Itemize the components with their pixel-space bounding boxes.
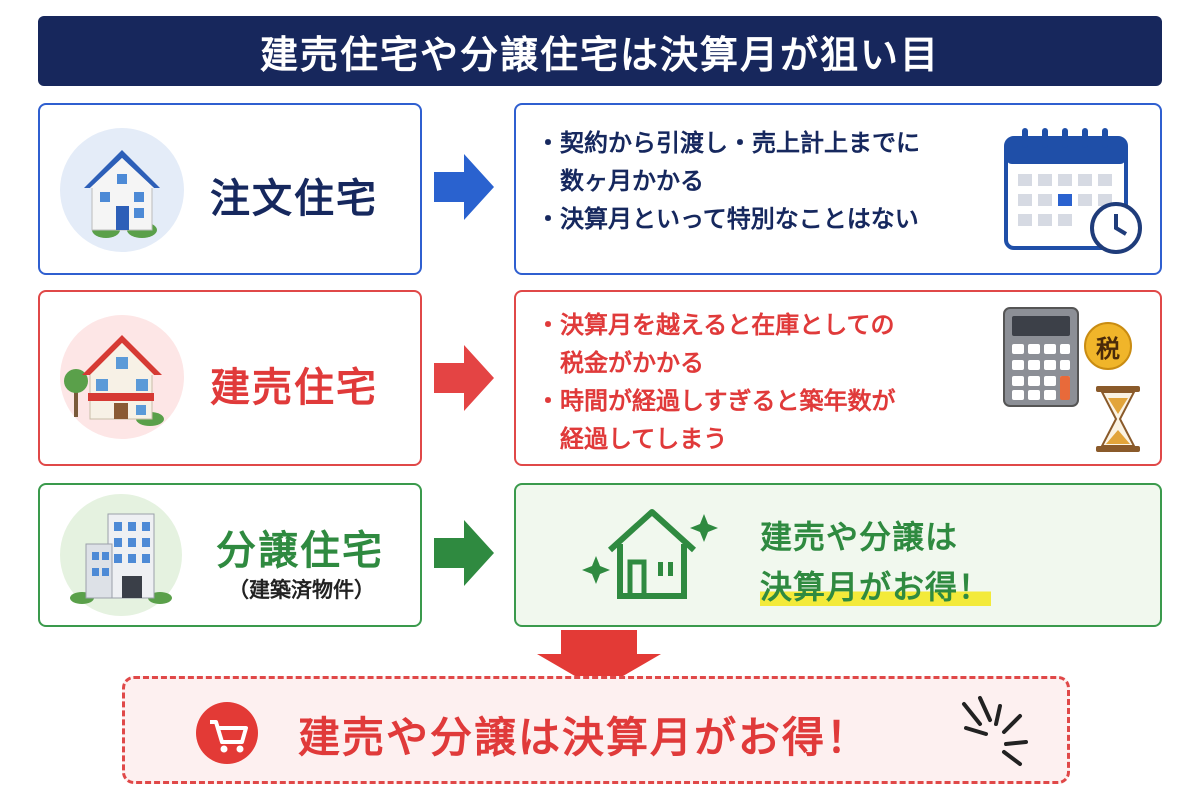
page-title: 建売住宅や分譲住宅は決算月が狙い目 (38, 16, 1162, 86)
bullet-item: 数ヶ月かかる (536, 167, 704, 195)
bullet-item: ・決算月を越えると在庫としての (536, 311, 895, 339)
arrow-right-icon (434, 154, 494, 224)
bullet-item: ・契約から引渡し・売上計上までに (536, 129, 920, 157)
conclusion-text: 建売や分譲は決算月がお得！ (298, 713, 871, 762)
highlight-text: 決算月がお得！ (760, 568, 992, 606)
cart-icon (196, 702, 258, 764)
bullet-item: ・時間が経過しすぎると築年数が (536, 387, 896, 415)
type-label: 注文住宅 (210, 176, 378, 222)
bullet-list: ・契約から引渡し・売上計上までに 数ヶ月かかる ・決算月といって特別なことはない (536, 124, 920, 238)
message-line-2: 決算月がお得！ (760, 562, 992, 608)
calendar-clock-icon (998, 124, 1148, 268)
type-label: 建売住宅 (210, 365, 378, 411)
calculator-icon (1002, 306, 1080, 412)
emphasis-lines-icon (960, 694, 1044, 778)
arrow-down-icon (537, 630, 661, 694)
sparkle-house-icon (582, 504, 722, 608)
bullet-item: ・決算月といって特別なことはない (536, 205, 919, 233)
bullet-list: ・決算月を越えると在庫としての 税金がかかる ・時間が経過しすぎると築年数が 経… (536, 306, 896, 458)
arrow-right-icon (434, 520, 494, 590)
type-label: 分譲住宅 (216, 528, 384, 574)
arrow-right-icon (434, 345, 494, 415)
conclusion-box (122, 676, 1070, 784)
bullet-item: 税金がかかる (536, 349, 704, 377)
bullet-item: 経過してしまう (536, 425, 728, 453)
message-line-1: 建売や分譲は (760, 518, 959, 556)
house-icon (60, 315, 184, 439)
type-sublabel: （建築済物件） (228, 578, 375, 602)
tax-badge: 税 (1084, 322, 1132, 370)
building-icon (60, 494, 182, 616)
hourglass-icon (1094, 384, 1142, 458)
house-icon (60, 128, 184, 252)
